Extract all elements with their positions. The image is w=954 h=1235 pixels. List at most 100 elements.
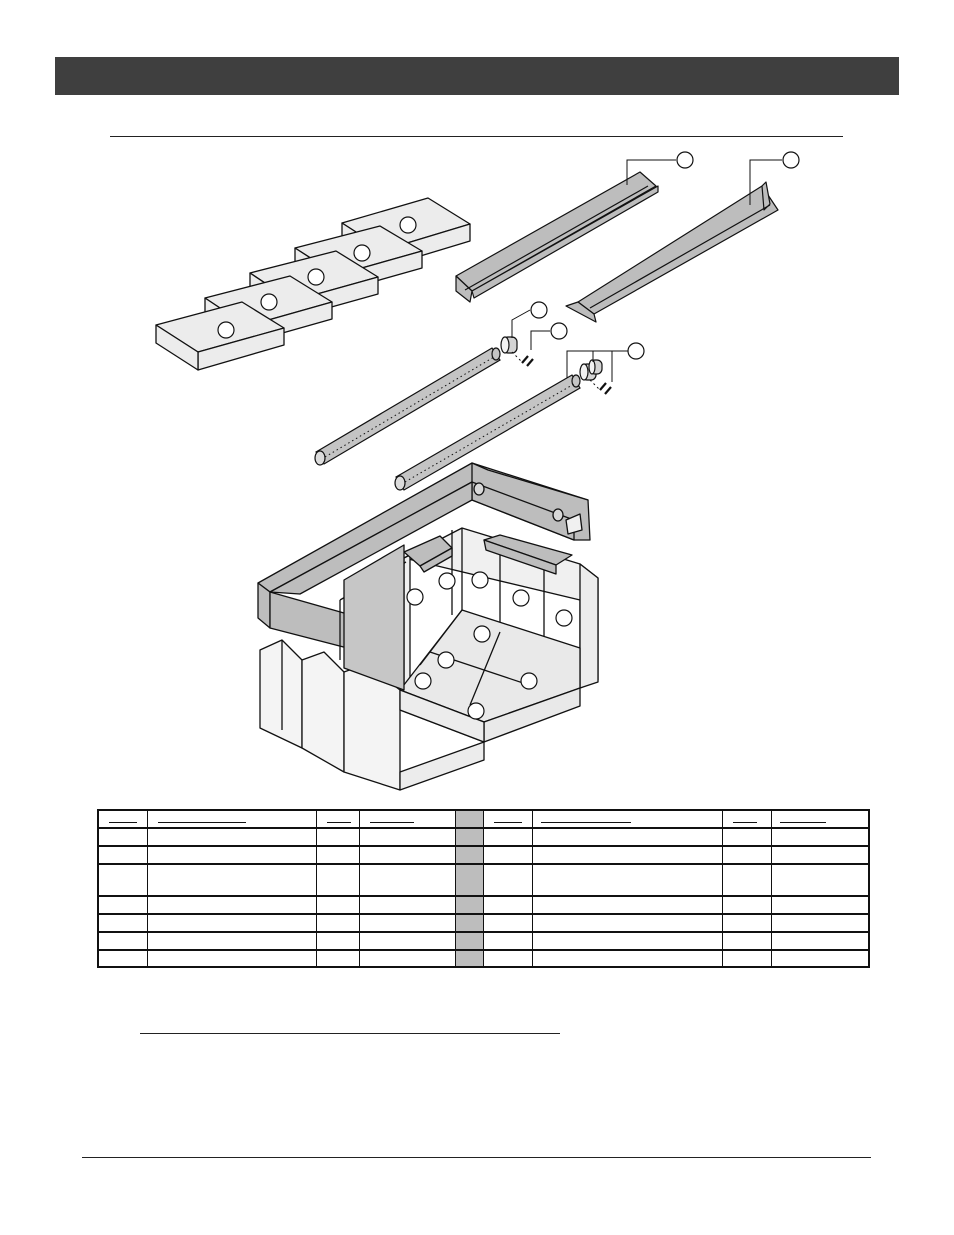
- table-cell: [359, 949, 455, 967]
- screws-1: [521, 355, 534, 367]
- table-cell: [722, 913, 772, 932]
- callout-angle-iron-right: [782, 151, 800, 169]
- callout-screws: [550, 322, 568, 340]
- table-cell: [147, 895, 317, 914]
- table-row: [98, 949, 869, 967]
- pipe-1: [314, 347, 501, 466]
- table-cell: [98, 827, 148, 846]
- table-cell: [532, 827, 723, 846]
- pipe-cap-3: [588, 359, 603, 375]
- table-cell: [532, 949, 723, 967]
- firebox-right-wall: [579, 563, 599, 689]
- pipe-2: [394, 374, 581, 491]
- pipe-cap-1: [500, 336, 518, 354]
- table-cell: [98, 863, 148, 896]
- table-cell: [98, 931, 148, 950]
- header-cell: [147, 810, 317, 828]
- table-cell: [316, 863, 360, 896]
- header-cell: [98, 810, 148, 828]
- table-cell: [722, 895, 772, 914]
- table-cell: [359, 931, 455, 950]
- table-cell: [532, 931, 723, 950]
- footer-rule: [82, 1157, 871, 1158]
- callout-floor-2: [437, 651, 455, 669]
- table-cell: [483, 931, 533, 950]
- table-header-row: [98, 810, 869, 828]
- callout-floor-1: [473, 625, 491, 643]
- table-cell: [359, 845, 455, 864]
- table-cell: [771, 863, 869, 896]
- callout-brick-1: [217, 321, 235, 339]
- leader-line: [749, 159, 782, 205]
- table-cell: [316, 913, 360, 932]
- table-cell: [316, 845, 360, 864]
- table-cell: [722, 931, 772, 950]
- callout-brick-5: [399, 216, 417, 234]
- table-cell: [98, 949, 148, 967]
- callout-rear-panel-2: [438, 572, 456, 590]
- table-cell: [359, 913, 455, 932]
- table-row: [98, 863, 869, 896]
- firebox-front-wall: [259, 639, 485, 791]
- table-cell: [532, 895, 723, 914]
- callout-side-panel: [555, 609, 573, 627]
- leader-line: [566, 350, 628, 378]
- table-divider: [454, 913, 484, 932]
- callout-rear-panel-3: [471, 571, 489, 589]
- table-cell: [532, 845, 723, 864]
- screws-2: [599, 382, 612, 395]
- table-row: [98, 913, 869, 932]
- table-cell: [483, 949, 533, 967]
- angle-iron-left: [455, 171, 659, 303]
- header-cell: [771, 810, 869, 828]
- callout-brick-2: [260, 293, 278, 311]
- smoke-baffle-left: [403, 535, 453, 573]
- table-cell: [483, 913, 533, 932]
- table-cell: [532, 863, 723, 896]
- table-cell: [147, 845, 317, 864]
- table-cell: [147, 863, 317, 896]
- table-cell: [771, 913, 869, 932]
- callout-angle-iron-left: [676, 151, 694, 169]
- callout-front-2: [467, 702, 485, 720]
- header-cell: [316, 810, 360, 828]
- table-cell: [147, 949, 317, 967]
- table-row: [98, 827, 869, 846]
- leader-line: [511, 309, 531, 338]
- table-cell: [532, 913, 723, 932]
- table-cell: [147, 827, 317, 846]
- exploded-parts-diagram: [155, 151, 800, 791]
- header-cell: [483, 810, 533, 828]
- header-cell: [532, 810, 723, 828]
- table-divider: [454, 863, 484, 896]
- table-cell: [147, 913, 317, 932]
- table-divider: [454, 895, 484, 914]
- smoke-baffle-right: [483, 534, 573, 575]
- callout-brick-3: [307, 268, 325, 286]
- table-row: [98, 895, 869, 914]
- header-cell: [359, 810, 455, 828]
- table-cell: [98, 845, 148, 864]
- table-cell: [359, 895, 455, 914]
- header-cell: [722, 810, 772, 828]
- section-rule: [110, 136, 843, 137]
- table-cell: [771, 949, 869, 967]
- table-divider: [454, 845, 484, 864]
- table-cell: [316, 895, 360, 914]
- callout-rear-panel-4: [512, 589, 530, 607]
- table-divider: [454, 810, 484, 828]
- callout-brick-4: [353, 244, 371, 262]
- table-cell: [98, 913, 148, 932]
- note-rule: [140, 1033, 560, 1034]
- callout-pipe-assembly: [627, 342, 645, 360]
- table-divider: [454, 949, 484, 967]
- firebox-inner-panel: [343, 544, 405, 691]
- callout-pipe-cap: [530, 301, 548, 319]
- table-divider: [454, 827, 484, 846]
- table-cell: [771, 827, 869, 846]
- table-cell: [722, 863, 772, 896]
- table-row: [98, 931, 869, 950]
- parts-table: [97, 809, 870, 968]
- header-bar: [55, 57, 899, 95]
- table-cell: [316, 827, 360, 846]
